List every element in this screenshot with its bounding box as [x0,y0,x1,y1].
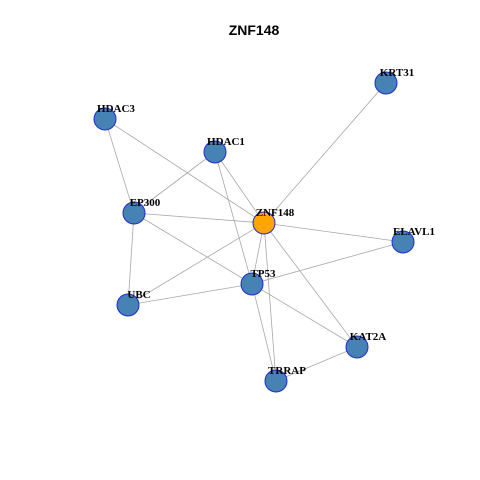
node-hdac1[interactable]: HDAC1 [203,136,245,164]
node-label: UBC [127,289,150,301]
node-trrap[interactable]: TRRAP [264,365,306,393]
node-circle[interactable] [203,140,227,164]
edge-hdac1-tp53 [214,151,253,285]
node-tp53[interactable]: TP53 [240,268,276,296]
edge-znf148-trrap [263,222,277,382]
node-circle[interactable] [374,71,398,95]
diagram-title: ZNF148 [229,22,280,38]
node-label: KRT31 [380,67,414,79]
edge-tp53-kat2a [251,283,358,348]
node-label: KAT2A [350,331,387,343]
node-kat2a[interactable]: KAT2A [345,331,387,359]
node-circle[interactable] [264,369,288,393]
edge-tp53-elavl1 [251,241,404,285]
node-elavl1[interactable]: ELAVL1 [391,226,435,254]
edge-ep300-ubc [127,212,135,306]
edge-hdac3-ep300 [104,118,135,214]
node-circle[interactable] [240,272,264,296]
edge-tp53-trrap [251,283,277,382]
edge-znf148-kat2a [263,222,358,348]
edge-kat2a-trrap [275,346,358,382]
node-circle[interactable] [345,335,369,359]
node-circle[interactable] [116,293,140,317]
node-circle[interactable] [252,211,276,235]
node-hdac3[interactable]: HDAC3 [93,103,135,131]
node-krt31[interactable]: KRT31 [374,67,414,95]
node-circle[interactable] [122,201,146,225]
node-label: HDAC1 [207,136,245,148]
node-label: ELAVL1 [393,226,435,238]
edge-znf148-ep300 [133,212,265,224]
edge-znf148-krt31 [263,82,387,224]
edge-znf148-elavl1 [263,222,404,243]
edge-znf148-hdac1 [214,151,265,224]
edge-ep300-tp53 [133,212,253,285]
node-znf148[interactable]: ZNF148 [252,207,295,235]
node-circle[interactable] [93,107,117,131]
node-label: EP300 [130,197,161,209]
node-label: TP53 [250,268,276,280]
node-ubc[interactable]: UBC [116,289,151,317]
node-circle[interactable] [391,230,415,254]
node-label: TRRAP [268,365,306,377]
node-label: ZNF148 [256,207,295,219]
edge-tp53-ubc [127,283,253,306]
edge-znf148-hdac3 [104,118,265,224]
edge-hdac1-ep300 [133,151,216,214]
node-ep300[interactable]: EP300 [122,197,161,225]
edge-znf148-ubc [127,222,265,306]
node-label: HDAC3 [97,103,135,115]
